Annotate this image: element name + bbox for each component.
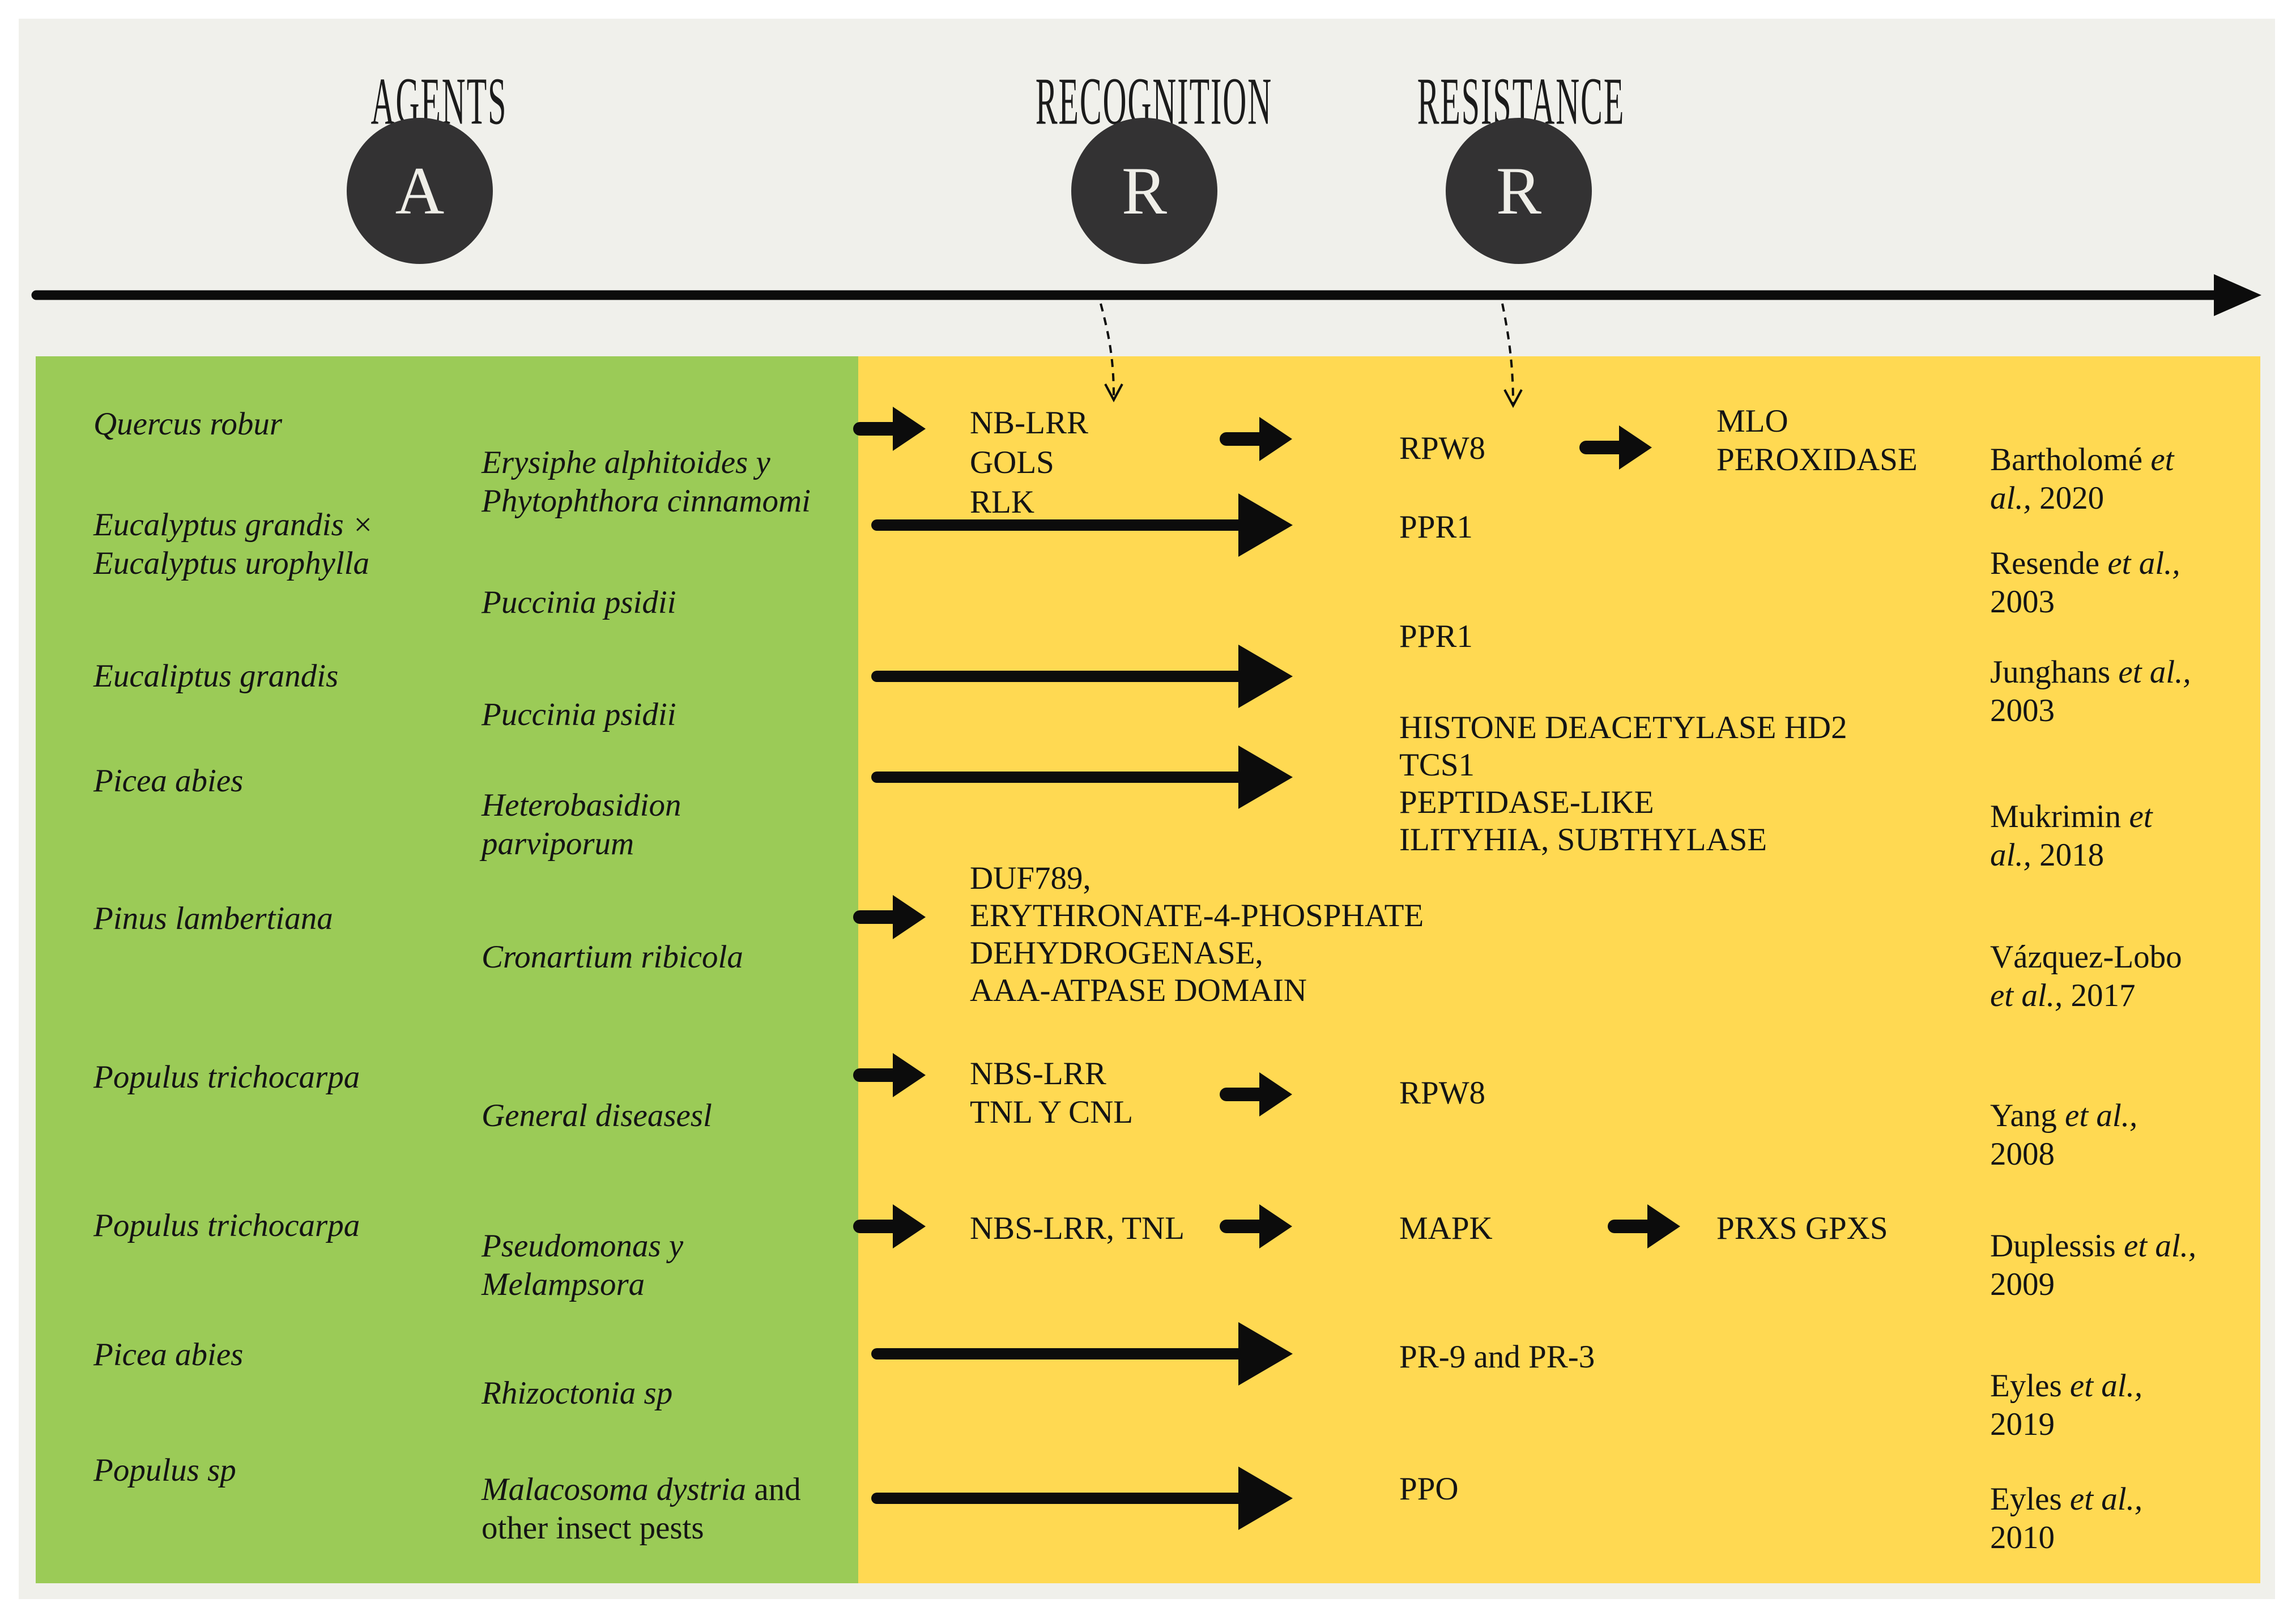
resistance-genes: RPW8 bbox=[1399, 1075, 1486, 1111]
recognition-badge: R bbox=[1071, 118, 1217, 264]
recognition-genes: DUF789, ERYTHRONATE-4-PHOSPHATE DEHYDROG… bbox=[970, 860, 1424, 1008]
resistance-genes: HISTONE DEACETYLASE HD2 TCS1 PEPTIDASE-L… bbox=[1399, 710, 1847, 858]
pathogen-name: Pseudomonas y Melampsora bbox=[482, 1228, 684, 1302]
response-panel bbox=[858, 356, 2260, 1583]
pathogen-name: Erysiphe alphitoides y Phytophthora cinn… bbox=[482, 445, 811, 519]
resistance-genes: MAPK bbox=[1399, 1211, 1493, 1246]
output-genes: PRXS GPXS bbox=[1716, 1211, 1888, 1246]
resistance-genes: PR-9 and PR-3 bbox=[1399, 1339, 1595, 1375]
reference: Eyles et al., 2010 bbox=[1990, 1481, 2143, 1555]
pathogen-name: Rhizoctonia sp bbox=[482, 1375, 673, 1411]
recognition-genes: NBS-LRR TNL Y CNL bbox=[970, 1056, 1134, 1130]
recognition-badge-letter: R bbox=[1121, 153, 1168, 228]
reference: Yang et al., 2008 bbox=[1990, 1098, 2138, 1172]
pathogen-name: Malacosoma dystria and other insect pest… bbox=[482, 1472, 801, 1546]
resistance-genes: RPW8 bbox=[1399, 431, 1486, 466]
resistance-genes: PPR1 bbox=[1399, 509, 1473, 545]
plant-name: Populus sp bbox=[93, 1452, 236, 1488]
pathogen-name: Puccinia psidii bbox=[482, 697, 676, 732]
plant-name: Picea abies bbox=[93, 1337, 244, 1373]
reference: Resende et al., 2003 bbox=[1990, 545, 2180, 620]
resistance-badge: R bbox=[1446, 118, 1592, 264]
pathogen-name: Cronartium ribicola bbox=[482, 939, 743, 975]
resistance-badge-letter: R bbox=[1496, 153, 1542, 228]
plant-name: Eucaliptus grandis bbox=[93, 658, 339, 694]
reference: Junghans et al., 2003 bbox=[1990, 654, 2191, 728]
plant-name: Pinus lambertiana bbox=[93, 901, 333, 936]
recognition-genes: NB-LRR GOLS RLK bbox=[970, 405, 1089, 520]
plant-name: Eucalyptus grandis × Eucalyptus urophyll… bbox=[93, 507, 374, 581]
output-genes: MLO PEROXIDASE bbox=[1716, 403, 1918, 478]
pathogen-name: Heterobasidion parviporum bbox=[482, 787, 681, 862]
agents-badge-letter: A bbox=[395, 153, 445, 228]
pathogen-name: General diseasesl bbox=[482, 1098, 712, 1133]
reference: Mukrimin et al., 2018 bbox=[1990, 799, 2153, 873]
reference: Duplessis et al., 2009 bbox=[1990, 1228, 2197, 1302]
resistance-genes: PPR1 bbox=[1399, 619, 1473, 654]
plant-name: Populus trichocarpa bbox=[93, 1059, 360, 1095]
reference: Bartholomé et al., 2020 bbox=[1990, 442, 2174, 516]
reference: Vázquez-Lobo et al., 2017 bbox=[1990, 939, 2182, 1013]
reference: Eyles et al., 2019 bbox=[1990, 1368, 2143, 1442]
resistance-genes: PPO bbox=[1399, 1471, 1459, 1507]
plant-name: Picea abies bbox=[93, 763, 244, 799]
agents-badge: A bbox=[347, 118, 493, 264]
plant-name: Populus trichocarpa bbox=[93, 1208, 360, 1243]
agents-panel bbox=[36, 356, 858, 1583]
recognition-genes: NBS-LRR, TNL bbox=[970, 1211, 1185, 1246]
pathogen-name: Puccinia psidii bbox=[482, 585, 676, 620]
plant-name: Quercus robur bbox=[93, 406, 283, 442]
